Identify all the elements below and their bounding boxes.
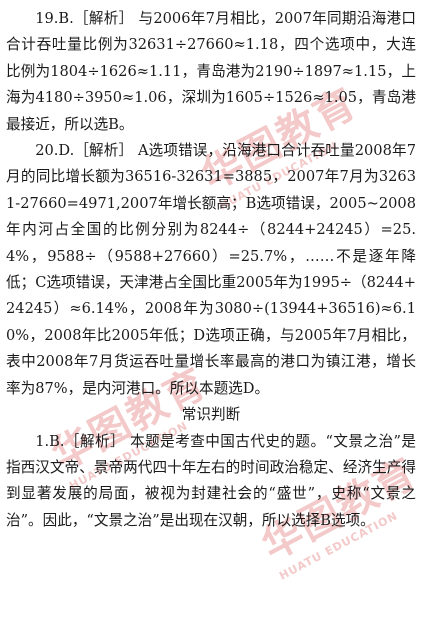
document-body: 19.B.［解析］ 与2006年7月相比，2007年同期沿海港口合计吞吐量比例为… bbox=[6, 10, 416, 529]
answer-paragraph-20: 20.D.［解析］ A选项错误，沿海港口合计吞吐量2008年7月的同比增长额为3… bbox=[6, 142, 416, 397]
section-heading: 常识判断 bbox=[181, 406, 241, 424]
answer-paragraph-1: 1.B.［解析］ 本题是考查中国古代史的题。“文景之治”是指西汉文帝、景帝两代四… bbox=[6, 432, 416, 529]
answer-paragraph-19: 19.B.［解析］ 与2006年7月相比，2007年同期沿海港口合计吞吐量比例为… bbox=[6, 10, 416, 133]
